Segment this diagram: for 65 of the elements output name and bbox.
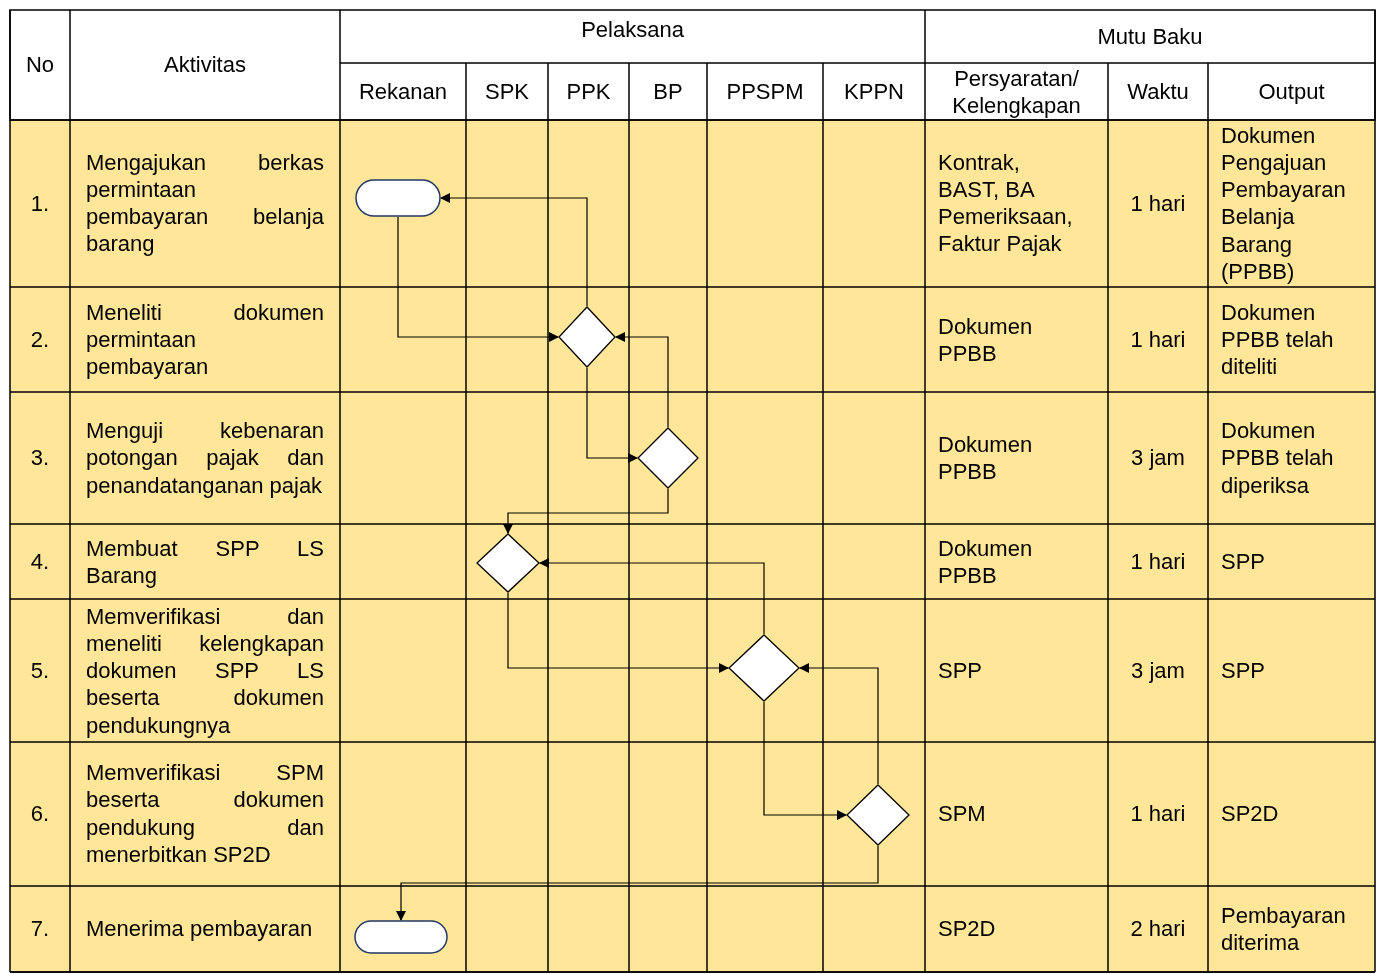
arrow: [397, 216, 559, 342]
output-text: Dokumen Pengajuan Pembayaran Belanja Barang (PPBB): [1221, 121, 1347, 286]
decision-diamond: [728, 634, 800, 702]
arrow: [799, 663, 879, 785]
output-text: Dokumen PPBB telah diperiksa: [1221, 417, 1335, 499]
activity-text: Meneliti dokumen permintaan pembayaran: [86, 298, 324, 381]
column-header: Pelaksana: [581, 16, 684, 44]
requirement-text: Dokumen PPBB: [938, 534, 1034, 589]
terminator: [355, 179, 441, 217]
column-header: Persyaratan/ Kelengkapan: [951, 64, 1082, 119]
output-text: Pembayaran diterima: [1221, 901, 1347, 957]
output-text: SPP: [1221, 656, 1267, 685]
output-text: SP2D: [1221, 800, 1280, 828]
decision-diamond: [637, 427, 699, 489]
duration-text: 1 hari: [1130, 325, 1186, 354]
duration-text: 1 hari: [1130, 189, 1186, 218]
requirement-text: SP2D: [938, 915, 997, 943]
terminator: [354, 920, 448, 954]
column-header: Aktivitas: [164, 51, 246, 79]
arrow: [763, 701, 847, 820]
activity-text: Mengajukan berkas permintaan pembayaran belanja barang: [86, 148, 324, 259]
requirement-text: Dokumen PPBB: [938, 312, 1034, 367]
duration-text: 3 jam: [1131, 656, 1185, 685]
row-number: 2.: [30, 325, 50, 354]
duration-text: 2 hari: [1130, 915, 1186, 943]
requirement-text: SPM: [938, 800, 987, 828]
column-header: PPK: [566, 77, 611, 106]
row-number: 3.: [30, 444, 50, 472]
column-header: Rekanan: [358, 77, 448, 106]
row-number: 1.: [30, 189, 50, 218]
column-header: KPPN: [844, 77, 904, 106]
row-number: 5.: [30, 656, 50, 685]
requirement-text: Dokumen PPBB: [938, 430, 1034, 486]
activity-text: Memverifikasi dan meneliti kelengkapan dokumen SPP LS beserta dokumen pendukungnya: [86, 602, 324, 739]
requirement-text: SPP: [938, 656, 984, 685]
row-number: 7.: [30, 915, 50, 943]
column-header: Mutu Baku: [1097, 22, 1203, 51]
column-header: Output: [1258, 77, 1325, 106]
arrow: [503, 488, 669, 534]
column-header: BP: [653, 77, 683, 106]
arrow: [539, 558, 765, 635]
requirement-text: Kontrak, BAST, BA Pemeriksaan, Faktur Pajak: [938, 148, 1074, 259]
duration-text: 1 hari: [1130, 547, 1186, 576]
arrow: [440, 193, 588, 307]
decision-diamond: [846, 784, 910, 846]
decision-diamond: [558, 306, 616, 368]
arrow: [507, 592, 729, 673]
row-number: 4.: [30, 547, 50, 576]
activity-text: Menguji kebenaran potongan pajak dan penandatanganan pajak: [86, 417, 324, 499]
column-header: SPK: [485, 77, 529, 106]
arrow: [396, 845, 879, 921]
output-text: SPP: [1221, 547, 1267, 576]
duration-text: 3 jam: [1131, 444, 1185, 472]
column-header: Waktu: [1127, 77, 1189, 106]
duration-text: 1 hari: [1130, 800, 1186, 828]
decision-diamond: [476, 533, 540, 593]
activity-text: Memverifikasi SPM beserta dokumen pendukung dan menerbitkan SP2D: [86, 759, 324, 869]
row-number: 6.: [30, 800, 50, 828]
column-header: PPSPM: [726, 77, 804, 106]
arrow: [615, 332, 669, 428]
column-header: No: [25, 51, 55, 79]
arrow: [586, 367, 638, 463]
activity-text: Menerima pembayaran: [86, 915, 314, 943]
activity-text: Membuat SPP LS Barang: [86, 534, 324, 589]
output-text: Dokumen PPBB telah diteliti: [1221, 298, 1335, 381]
